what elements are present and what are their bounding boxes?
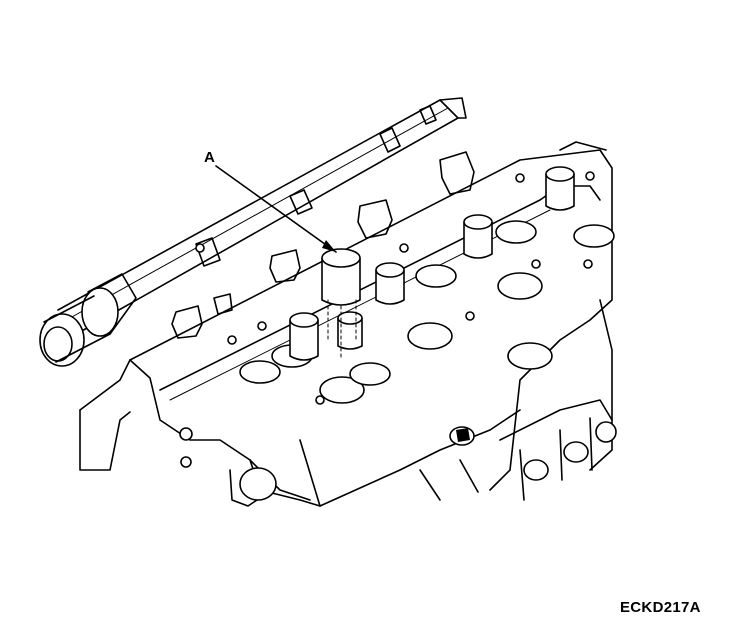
head-bolt-holes: [179, 171, 595, 468]
callout-a: A: [204, 149, 337, 253]
figure-code: ECKD217A: [620, 599, 701, 616]
valve-lifters: [289, 166, 575, 361]
tappet-bores: [239, 220, 615, 404]
cylinder-head-body: [79, 141, 613, 507]
highlighted-lifter-a: [321, 248, 361, 361]
lower-side-details: [239, 399, 617, 501]
camshaft: [57, 97, 467, 333]
cam-lobes: [171, 151, 475, 339]
camshaft-front-journal: [39, 273, 137, 367]
callout-label-a: A: [204, 149, 215, 166]
